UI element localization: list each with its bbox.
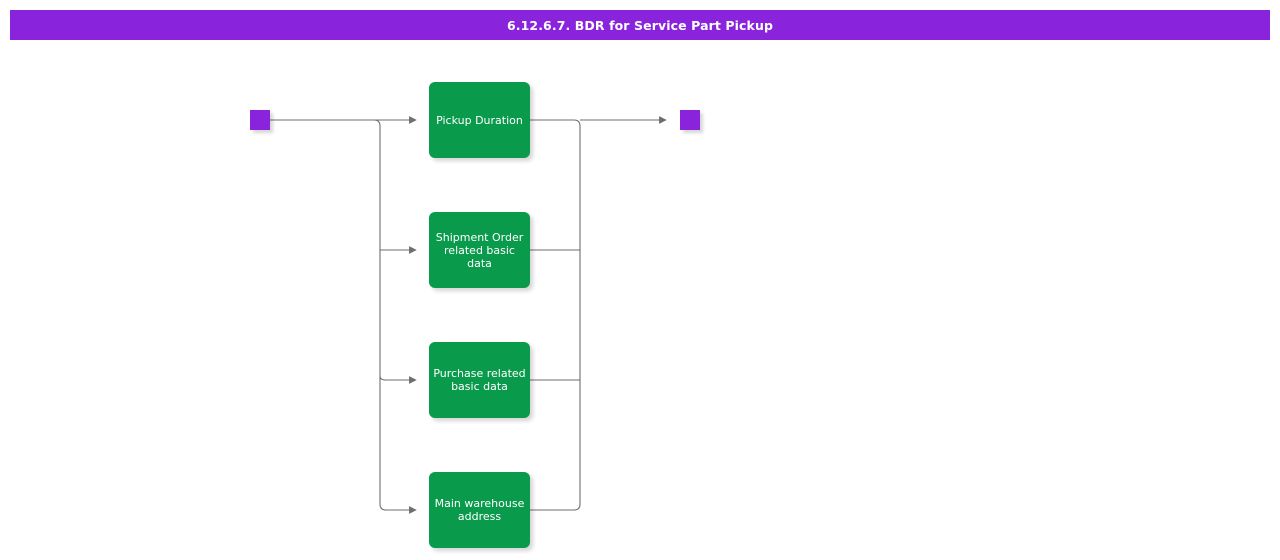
edge-start-to-fork (270, 119, 417, 514)
edge-join-spine (530, 119, 581, 511)
node-label: Pickup Duration (436, 113, 523, 127)
node-label: Main warehouse address (434, 497, 525, 523)
page-title: 6.12.6.7. BDR for Service Part Pickup (506, 17, 774, 33)
node-label: Purchase related basic data (433, 367, 526, 393)
node-main-warehouse[interactable]: Main warehouse address (429, 472, 530, 548)
flowchart-canvas: Pickup Duration Shipment Order related b… (0, 40, 1280, 560)
edge-fork-to-purchase-related (379, 375, 417, 384)
node-label: Shipment Order related basic data (435, 230, 524, 270)
node-pickup-duration[interactable]: Pickup Duration (429, 82, 530, 158)
node-shipment-order[interactable]: Shipment Order related basic data (429, 212, 530, 288)
start-marker[interactable] (250, 110, 270, 130)
end-marker[interactable] (680, 110, 700, 130)
title-bar: 6.12.6.7. BDR for Service Part Pickup (10, 10, 1270, 40)
node-purchase-related[interactable]: Purchase related basic data (429, 342, 530, 418)
edge-layer (270, 116, 667, 514)
